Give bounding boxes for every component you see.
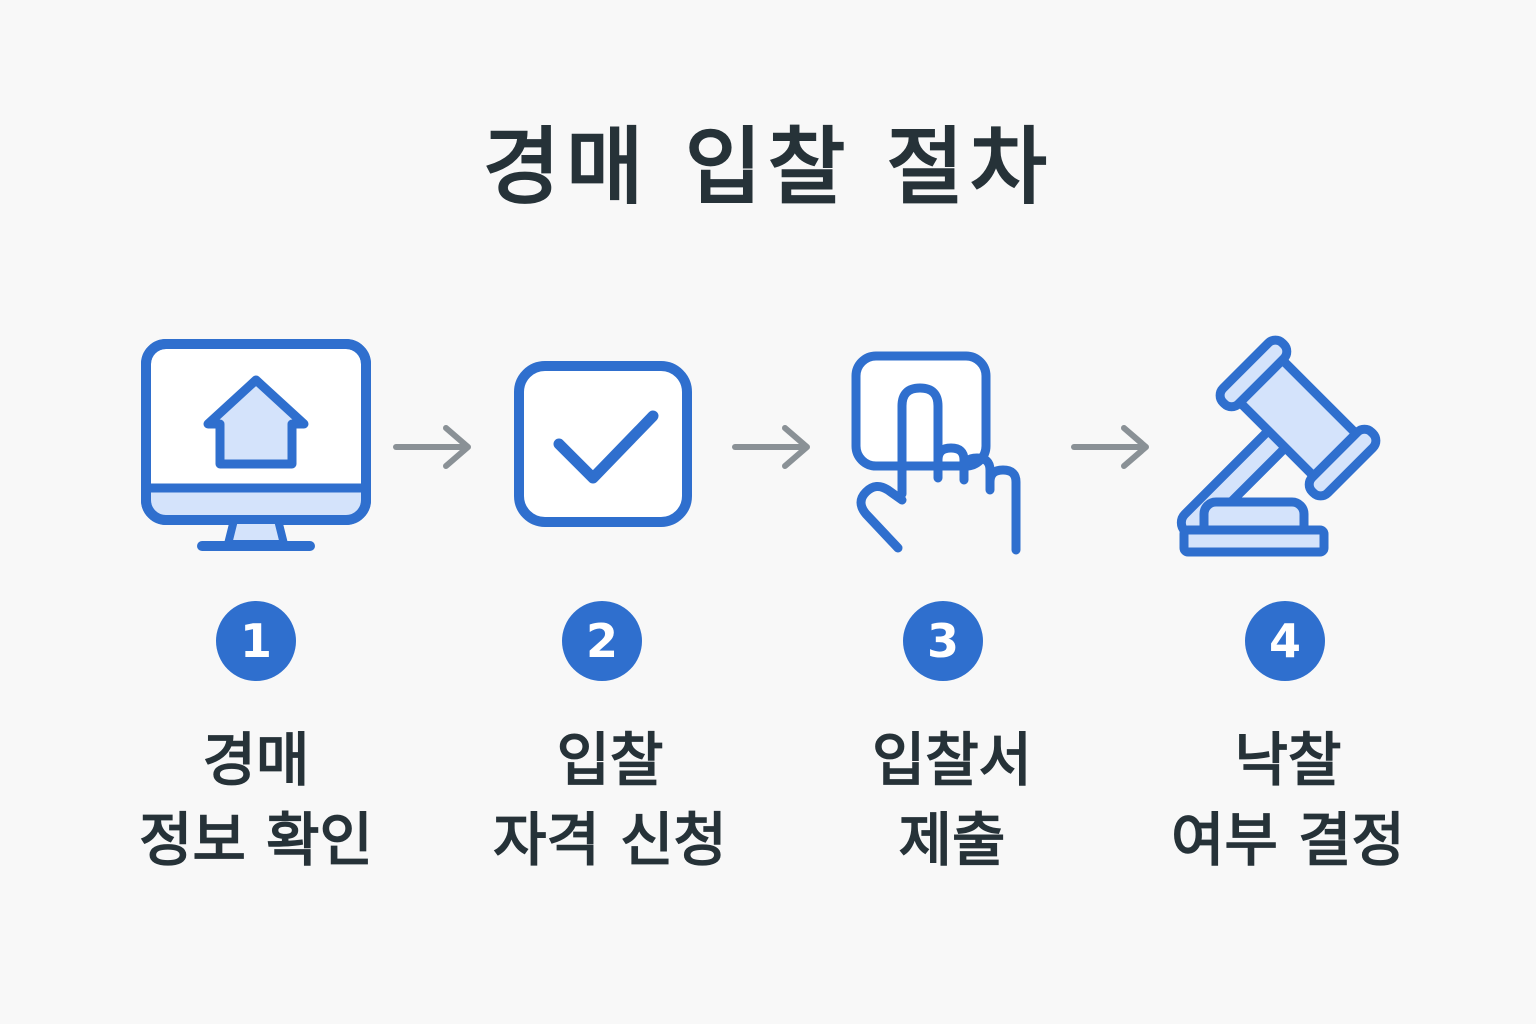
step-label-line1: 경매	[202, 726, 310, 794]
step-number-badge: 3	[903, 601, 983, 681]
step-number-badge: 4	[1245, 601, 1325, 681]
step-label-line2: 자격 신청	[493, 806, 727, 874]
arrow-right-icon	[392, 422, 476, 472]
step-label-line2: 제출	[898, 806, 1006, 874]
monitor-house-icon	[106, 330, 406, 570]
gavel-icon	[1148, 330, 1448, 570]
step-label-line2: 여부 결정	[1171, 806, 1405, 874]
step-label-line2: 정보 확인	[139, 806, 373, 874]
step-label-line1: 입찰	[556, 726, 664, 794]
checkbox-icon	[453, 330, 753, 570]
step-number-badge: 2	[562, 601, 642, 681]
step-label-line1: 입찰서	[871, 726, 1033, 794]
step-label: 경매 정보 확인	[96, 720, 416, 880]
step-label-line1: 낙찰	[1234, 726, 1342, 794]
page-title: 경매 입찰 절차	[482, 118, 1054, 216]
step-label: 입찰서 제출	[792, 720, 1112, 880]
arrow-right-icon	[1070, 422, 1154, 472]
arrow-right-icon	[731, 422, 815, 472]
step-label: 입찰 자격 신청	[450, 720, 770, 880]
hand-pointer-icon	[790, 330, 1090, 570]
step-number-badge: 1	[216, 601, 296, 681]
step-label: 낙찰 여부 결정	[1128, 720, 1448, 880]
